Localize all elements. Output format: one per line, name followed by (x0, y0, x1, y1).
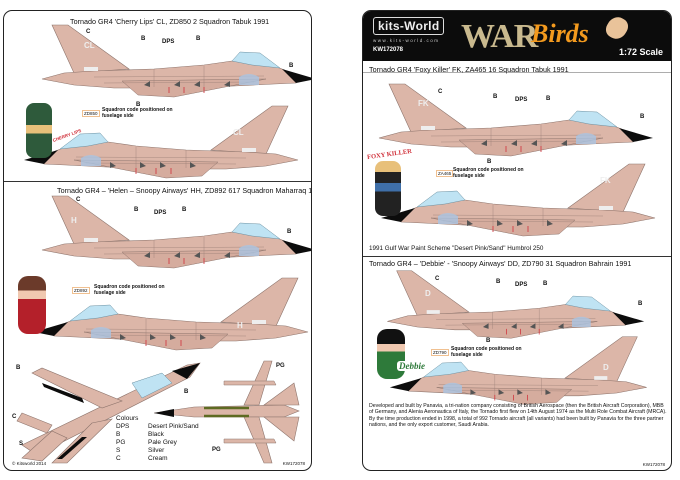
code-letters: FK (418, 99, 429, 108)
label-b: B (184, 389, 189, 395)
divider (4, 181, 311, 182)
label-b: B (141, 36, 146, 42)
label-s: S (19, 441, 24, 447)
label-b: B (16, 365, 21, 371)
serial-decal: ZD892 (72, 287, 90, 294)
copyright: © Kitsworld 2014 (12, 461, 47, 466)
label-b: B (196, 36, 201, 42)
aircraft-1-side-view-left (24, 105, 299, 179)
label-dps: DPS (154, 210, 167, 216)
code-letters: H (237, 321, 243, 330)
label-b: B (546, 96, 551, 102)
aircraft-3-title: Tornado GR4 'Foxy Killer' FK, ZA465 16 S… (369, 65, 569, 74)
warbirds-logo-birds: Birds (531, 19, 589, 48)
product-code: KW172078 (282, 461, 305, 466)
squadron-note: Squadron code positioned on fuselage sid… (94, 284, 165, 296)
nose-art-text: Debbie (397, 361, 427, 371)
code-letters: D (603, 363, 609, 372)
pin-up-nose-art-illustration (375, 161, 401, 216)
warbirds-logo-war: WAR (461, 18, 538, 55)
label-b: B (640, 114, 645, 120)
code-letters: CL (233, 128, 244, 137)
product-code: KW172078 (642, 462, 665, 467)
label-b: B (287, 229, 292, 235)
label-b: B (289, 63, 294, 69)
code-letters: FK (600, 176, 611, 185)
aircraft-4-side-view-right (386, 270, 645, 339)
pin-up-logo-illustration (602, 13, 632, 43)
label-b: B (134, 207, 139, 213)
label-c: C (435, 276, 440, 282)
label-b: B (496, 279, 501, 285)
label-b: B (487, 159, 492, 165)
colour-row: DPS Desert Pink/Sand (116, 423, 199, 431)
label-b: B (182, 207, 187, 213)
right-decal-sheet: kits-World www.kits-world.com KW172078 W… (362, 10, 672, 471)
code-letters: D (425, 289, 431, 298)
label-b: B (136, 102, 141, 108)
aircraft-2-side-view-left (34, 277, 309, 351)
squadron-note: Squadron code positioned on fuselage sid… (451, 346, 522, 358)
left-decal-sheet: Tornado GR4 'Cherry Lips' CL, ZD850 2 Sq… (3, 10, 312, 471)
label-b: B (638, 301, 643, 307)
colour-code: C (116, 455, 121, 462)
squadron-note: Squadron code positioned on fuselage sid… (102, 107, 173, 119)
product-code: KW172078 (373, 47, 404, 53)
colour-row: PG Pale Grey (116, 439, 199, 447)
serial-decal: ZD790 (431, 349, 449, 356)
colour-key-heading: Colours (116, 415, 139, 422)
label-b: B (493, 94, 498, 100)
top-plan-view (16, 362, 201, 464)
aircraft-4-title: Tornado GR4 – 'Debbie' - 'Snoopy Airways… (369, 259, 632, 268)
pin-up-nose-art-illustration (26, 103, 52, 158)
paint-scheme-note: 1991 Gulf War Paint Scheme "Desert Pink/… (369, 245, 544, 252)
serial-decal: ZD850 (82, 110, 100, 117)
label-c: C (86, 29, 91, 35)
aircraft-2-side-view-right (41, 195, 311, 269)
kits-world-logo: kits-World (373, 17, 445, 35)
aircraft-1-side-view-right (41, 24, 311, 98)
colour-code: B (116, 431, 121, 438)
label-pg: PG (212, 447, 221, 453)
aircraft-2-title: Tornado GR4 – 'Helen – Snoopy Airways' H… (57, 186, 312, 195)
header-banner: kits-World www.kits-world.com KW172078 W… (363, 11, 671, 61)
scale-label: 1:72 Scale (618, 47, 663, 57)
label-c: C (438, 89, 443, 95)
label-c: C (12, 414, 17, 420)
label-dps: DPS (162, 39, 175, 45)
colour-row: C Cream (116, 455, 199, 463)
code-letters: CL (84, 41, 95, 50)
pin-up-nose-art-illustration (377, 329, 405, 379)
colour-name: Pale Grey (148, 439, 177, 446)
colour-code: S (116, 447, 121, 454)
colour-name: Black (148, 431, 164, 438)
colour-name: Silver (148, 447, 165, 454)
squadron-note: Squadron code positioned on fuselage sid… (453, 167, 524, 179)
label-b: B (543, 281, 548, 287)
divider (363, 256, 671, 257)
colour-key: Colours DPS Desert Pink/Sand B Black PG Pal… (116, 415, 199, 463)
aircraft-3-side-view-left (381, 163, 656, 237)
pin-up-nose-art-illustration (18, 276, 46, 334)
aircraft-1-title: Tornado GR4 'Cherry Lips' CL, ZD850 2 Sq… (70, 17, 270, 26)
label-dps: DPS (515, 97, 528, 103)
label-pg: PG (276, 363, 285, 369)
colour-code: PG (116, 439, 126, 446)
colour-name: Cream (148, 455, 168, 462)
colour-code: DPS (116, 423, 130, 430)
colour-row: B Black (116, 431, 199, 439)
divider (363, 72, 671, 73)
colour-row: S Silver (116, 447, 199, 455)
bottom-plan-view (154, 360, 300, 464)
label-dps: DPS (515, 282, 528, 288)
history-description: Developed and built by Panavia, a tri-na… (369, 403, 667, 428)
label-c: C (76, 197, 81, 203)
label-b: B (486, 338, 491, 344)
colour-name: Desert Pink/Sand (148, 423, 199, 430)
serial-decal: ZA465 (436, 170, 454, 177)
website-url: www.kits-world.com (373, 38, 440, 43)
aircraft-3-side-view-right (378, 83, 653, 157)
code-letters: H (71, 216, 77, 225)
